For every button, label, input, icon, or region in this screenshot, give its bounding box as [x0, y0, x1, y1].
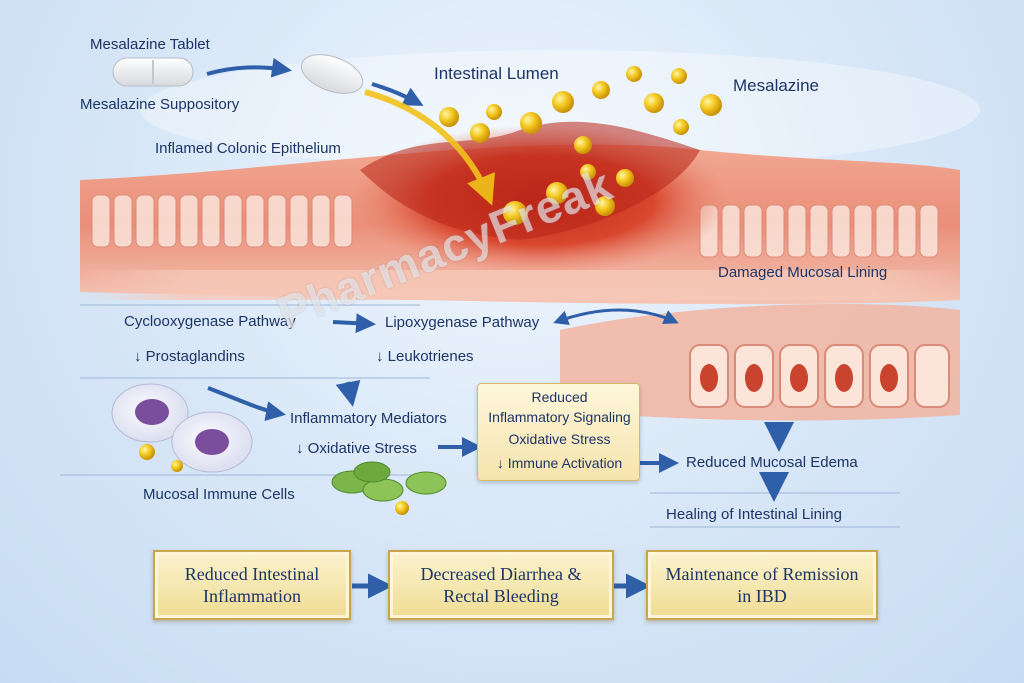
arrow-leukotrienes-mediators — [335, 379, 361, 407]
damaged-lining-label: Damaged Mucosal Lining — [718, 264, 888, 281]
healing-label: Healing of Intestinal Lining — [666, 506, 842, 523]
suppository-label: Mesalazine Suppository — [80, 96, 240, 113]
center-effect-box: Reduced Inflammatory Signaling Oxidative… — [477, 383, 640, 481]
mediators-label: Inflammatory Mediators — [290, 410, 447, 427]
outcome-2-line-2: Rectal Bleeding — [443, 586, 559, 606]
epithelial-cells — [91, 194, 939, 258]
arrow-tablet-suppository — [206, 57, 292, 78]
oxidative-stress-label: ↓ Oxidative Stress — [296, 440, 417, 457]
reduced-edema-label: Reduced Mucosal Edema — [686, 454, 858, 471]
center-box-line-3: Oxidative Stress — [508, 431, 611, 447]
outcome-box-3: Maintenance of Remission in IBD — [646, 550, 878, 620]
outcome-2-line-1: Decreased Diarrhea & — [420, 564, 582, 584]
suppository-icon — [300, 54, 364, 94]
immune-cell-icon — [111, 383, 253, 473]
outcome-box-2: Decreased Diarrhea & Rectal Bleeding — [388, 550, 614, 620]
center-box-line-4: ↓ Immune Activation — [496, 455, 623, 471]
immune-cells-label: Mucosal Immune Cells — [143, 486, 295, 503]
center-box-line-1: Reduced — [531, 389, 588, 405]
outcome-1-line-1: Reduced Intestinal — [184, 564, 320, 584]
epithelium-label: Inflamed Colonic Epithelium — [155, 140, 341, 157]
arrow-cells-mediators — [207, 386, 286, 421]
arrow-to-lumen — [371, 82, 424, 106]
outcome-1-line-2: Inflammation — [203, 586, 301, 606]
arrow-cox-lox — [332, 313, 376, 334]
arrow-drug-delivery — [364, 89, 496, 206]
mesalazine-particles — [439, 66, 722, 225]
cox-pathway-label: Cyclooxygenase Pathway — [124, 313, 296, 330]
outcome-3-line-1: Maintenance of Remission — [665, 564, 859, 584]
tablet-icon — [112, 57, 194, 87]
center-box-line-2: Inflammatory Signaling — [488, 409, 631, 425]
healing-tissue — [560, 304, 960, 421]
leukotrienes-label: ↓ Leukotrienes — [376, 348, 474, 365]
lumen-label: Intestinal Lumen — [434, 64, 559, 83]
outcome-box-1: Reduced Intestinal Inflammation — [153, 550, 351, 620]
outcome-3-line-2: in IBD — [737, 586, 787, 606]
prostaglandins-label: ↓ Prostaglandins — [134, 348, 245, 365]
mesalazine-label: Mesalazine — [733, 76, 819, 95]
arrow-lox-tissue — [553, 308, 679, 325]
tablet-label: Mesalazine Tablet — [90, 36, 210, 53]
lox-pathway-label: Lipoxygenase Pathway — [385, 314, 540, 331]
bacteria-icon — [331, 461, 447, 515]
